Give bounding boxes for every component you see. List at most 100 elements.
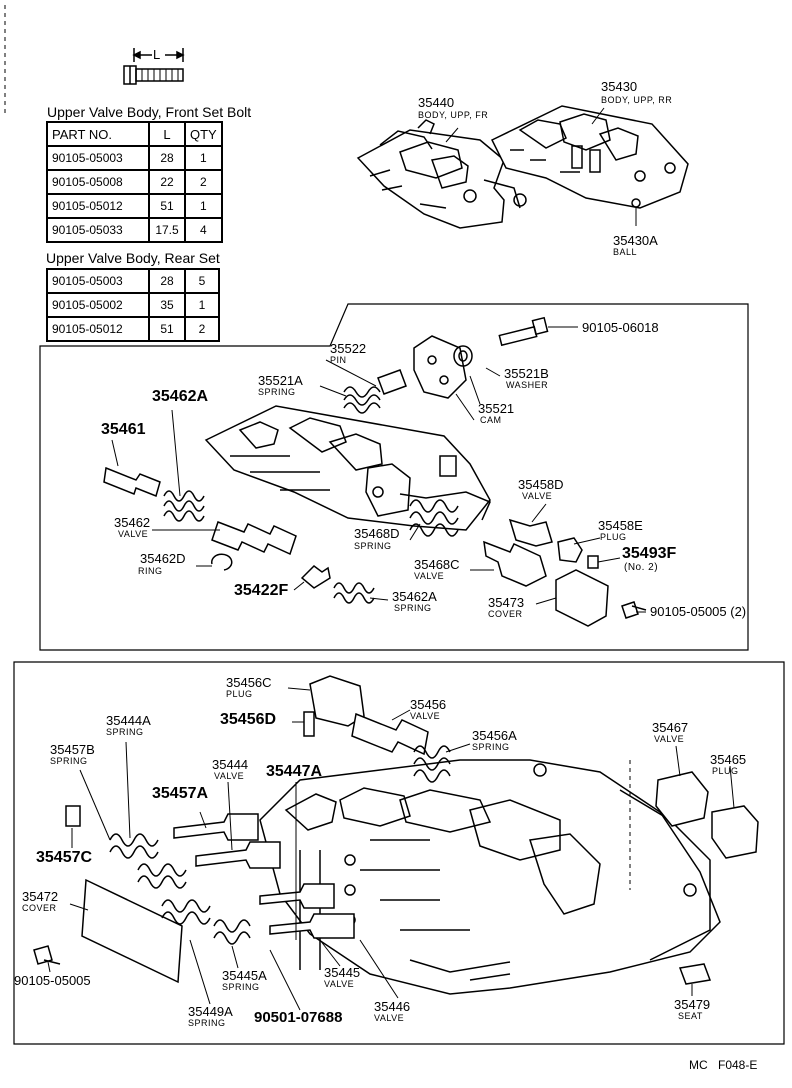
callout-35468C-desc: VALVE xyxy=(414,571,445,581)
callout-90105-06018: 90105-06018 xyxy=(582,320,659,335)
cell-qty: 1 xyxy=(184,292,220,318)
table-header-row: PART NO. L QTY xyxy=(46,121,223,147)
cell-length: 22 xyxy=(148,169,186,195)
bottom-section-frame xyxy=(13,661,785,1045)
callout-35467: 35467 xyxy=(652,720,689,735)
callout-35446: 35446 xyxy=(374,999,411,1014)
pin-35522 xyxy=(377,369,407,395)
cell-part-no: 90105-05003 xyxy=(46,145,150,171)
callout-35449A: 35449A xyxy=(188,1004,233,1019)
table-row: 90105-05012 51 1 xyxy=(46,193,223,219)
spring-35457B xyxy=(109,833,159,859)
table-row: 90105-05002 35 1 xyxy=(46,292,220,318)
callout-35479-desc: SEAT xyxy=(678,1011,703,1021)
valve-35468C xyxy=(483,540,547,587)
callout-35456: 35456 xyxy=(410,697,447,712)
callout-35493F: 35493F xyxy=(622,545,677,562)
spring-35449A xyxy=(161,899,211,925)
valve-35446 xyxy=(269,913,355,939)
callout-35521B-desc: WASHER xyxy=(506,380,549,390)
cell-length: 28 xyxy=(148,268,186,294)
callout-35456-desc: VALVE xyxy=(410,711,441,721)
cell-part-no: 90105-05003 xyxy=(46,268,150,294)
cell-qty: 2 xyxy=(184,316,220,342)
cell-part-no: 90105-05012 xyxy=(46,316,150,342)
callout-90105-05005-2: 90105-05005 (2) xyxy=(650,604,747,619)
table-row: 90105-05003 28 1 xyxy=(46,145,223,171)
upper-valve-body-rear-drawing xyxy=(490,105,689,209)
table-row: 90105-05012 51 2 xyxy=(46,316,220,342)
front-set-caption: Upper Valve Body, Front Set Bolt xyxy=(47,104,252,120)
callout-35456C-desc: PLUG xyxy=(226,689,253,699)
valve-35456 xyxy=(351,712,429,756)
callout-35445-desc: VALVE xyxy=(324,979,355,989)
footer-code-right: F048-E xyxy=(718,1058,758,1072)
callout-35445A: 35445A xyxy=(222,968,267,983)
cell-length: 28 xyxy=(148,145,186,171)
valve-35458D xyxy=(508,518,553,547)
callout-35467-desc: VALVE xyxy=(654,734,685,744)
callout-35461: 35461 xyxy=(101,421,146,438)
cell-part-no: 90105-05012 xyxy=(46,193,150,219)
callout-90105-05005: 90105-05005 xyxy=(14,973,91,988)
callout-35440-desc: BODY, UPP, FR xyxy=(418,110,489,120)
callout-35457A: 35457A xyxy=(152,785,209,802)
callout-35521-desc: CAM xyxy=(480,415,502,425)
cell-part-no: 90105-05008 xyxy=(46,169,150,195)
callout-35444A-desc: SPRING xyxy=(106,727,144,737)
rear-set-bolt-table: 90105-05003 28 5 90105-05002 35 1 90105-… xyxy=(46,268,220,342)
front-set-bolt-table: PART NO. L QTY 90105-05003 28 1 90105-05… xyxy=(46,121,223,243)
callout-35493F-desc: (No. 2) xyxy=(624,562,659,573)
check-ball-35430A xyxy=(631,198,641,208)
callout-35440: 35440 xyxy=(418,95,455,110)
rear-set-caption: Upper Valve Body, Rear Set xyxy=(46,250,220,266)
header-length: L xyxy=(148,121,186,147)
valve-35457A xyxy=(173,813,259,841)
callout-35522: 35522 xyxy=(330,341,367,356)
callout-35462A-lower-desc: SPRING xyxy=(394,603,432,613)
bolt-90105-05005-middle xyxy=(621,601,647,619)
callout-35449A-desc: SPRING xyxy=(188,1018,226,1028)
cover-35472 xyxy=(81,878,183,984)
callout-35422F: 35422F xyxy=(234,582,289,599)
callout-35445: 35445 xyxy=(324,965,361,980)
callout-35521: 35521 xyxy=(478,401,515,416)
spring-35468D xyxy=(409,499,459,537)
callout-90501-07688: 90501-07688 xyxy=(254,1009,343,1026)
callout-35457B-desc: SPRING xyxy=(50,756,88,766)
footer-code-left: MC xyxy=(689,1058,708,1072)
callout-35430A-desc: BALL xyxy=(613,247,638,257)
seat-35479 xyxy=(678,963,712,985)
bolt-dimension-icon xyxy=(123,48,185,85)
clip-35422F xyxy=(300,565,331,589)
callout-35521A-desc: SPRING xyxy=(258,387,296,397)
callout-35472: 35472 xyxy=(22,889,59,904)
main-valve-body-drawing xyxy=(259,759,721,995)
bolt-length-label: L xyxy=(153,47,161,62)
middle-section-frame xyxy=(39,303,749,651)
callout-35521B: 35521B xyxy=(504,366,549,381)
callout-35462: 35462 xyxy=(114,515,151,530)
callout-35465: 35465 xyxy=(710,752,747,767)
callout-35462A-upper: 35462A xyxy=(152,388,209,405)
spring-35445A xyxy=(213,919,251,945)
washer-35521B xyxy=(453,345,473,367)
callout-35458E-desc: PLUG xyxy=(600,532,627,542)
callout-35458E: 35458E xyxy=(598,518,643,533)
cell-qty: 1 xyxy=(184,193,223,219)
callout-35430A: 35430A xyxy=(613,233,658,248)
lower-valve-body-drawing xyxy=(204,405,491,531)
cell-qty: 2 xyxy=(184,169,223,195)
ring-35462D xyxy=(211,553,233,571)
plug-35458E xyxy=(557,537,583,563)
callout-35458D-desc: VALVE xyxy=(522,491,553,501)
callout-35462-desc: VALVE xyxy=(118,529,149,539)
callout-35473-desc: COVER xyxy=(488,609,523,619)
valve-35462 xyxy=(211,521,297,556)
callout-35430-desc: BODY, UPP, RR xyxy=(601,95,673,105)
bolt-90105-05005-bottom xyxy=(33,945,61,965)
callout-35468D: 35468D xyxy=(354,526,400,541)
cell-part-no: 90105-05002 xyxy=(46,292,150,318)
spring-35444A xyxy=(137,863,187,889)
